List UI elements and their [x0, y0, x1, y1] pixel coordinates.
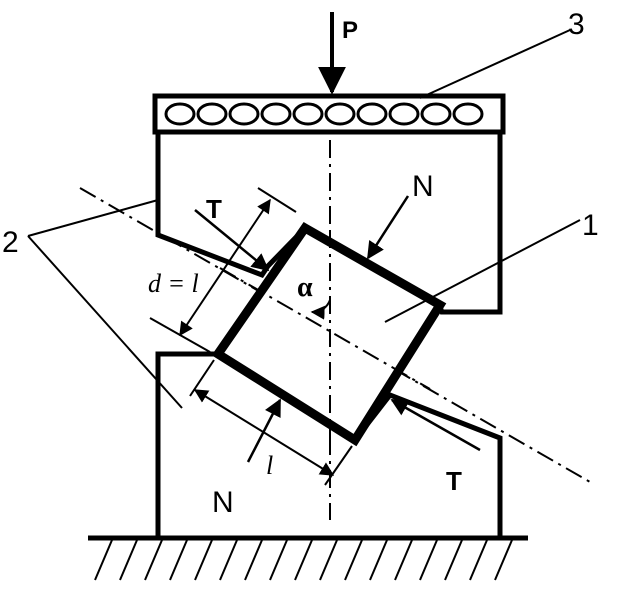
leader-2a: [27, 199, 159, 237]
angle-arc: [310, 299, 331, 320]
shear-arrow-bottom: [390, 398, 481, 452]
normal-top-label: N: [412, 170, 434, 203]
part-2-label: 2: [2, 226, 19, 259]
roller-plate: [152, 93, 506, 135]
angle-label: α: [297, 272, 313, 303]
normal-arrow-top: [366, 195, 410, 260]
leader-3: [419, 29, 571, 99]
part-3-label: 3: [568, 8, 585, 41]
normal-arrow-bottom: [246, 398, 282, 463]
shear-bottom-label: T: [446, 466, 462, 496]
diameter-label: d = l: [148, 269, 199, 298]
dimension-d: [149, 187, 297, 353]
normal-bottom-label: N: [212, 486, 234, 519]
rollers: [164, 102, 484, 126]
part-1-label: 1: [582, 209, 599, 242]
load-label: P: [342, 17, 358, 44]
leader-1: [384, 219, 581, 323]
length-label: l: [266, 451, 273, 480]
ground-hatch: [94, 539, 513, 581]
shear-top-label: T: [206, 194, 222, 224]
shear-arrow-top: [194, 209, 270, 272]
leader-2b: [27, 235, 183, 409]
ground: [88, 535, 528, 581]
